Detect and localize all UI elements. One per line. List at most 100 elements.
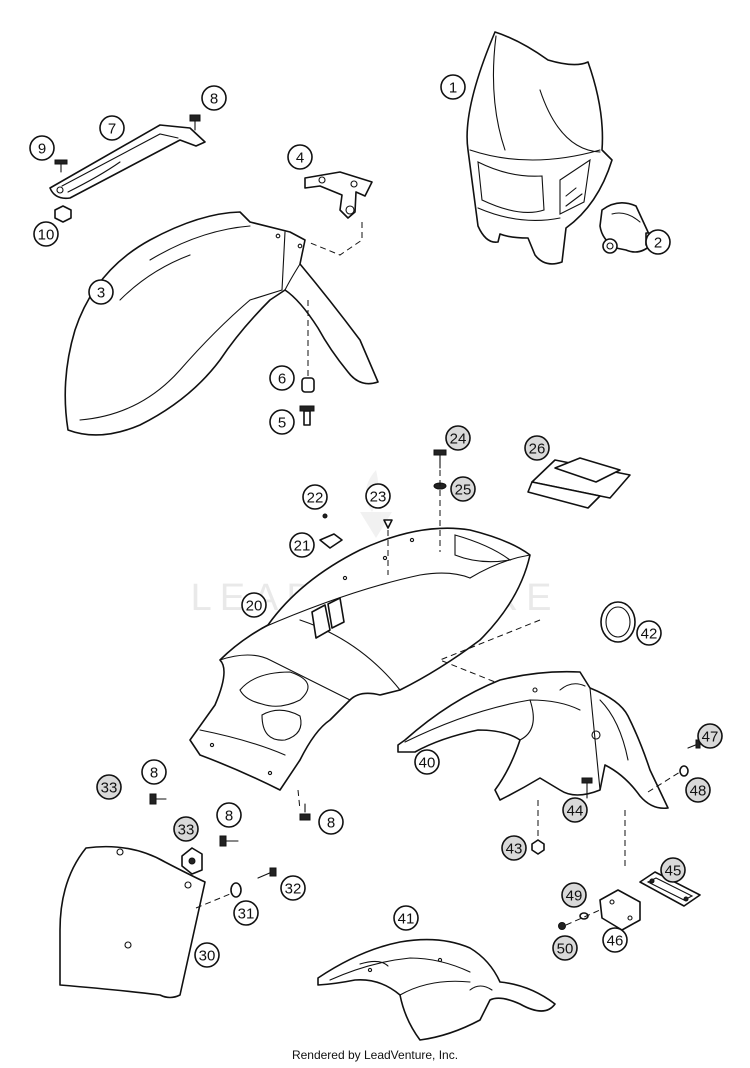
front-fender — [64, 211, 379, 436]
callout-label: 4 — [296, 150, 304, 167]
callout-label: 31 — [238, 906, 255, 923]
callout-43: 43 — [501, 835, 527, 861]
callout-26: 26 — [524, 435, 550, 461]
washer-part-48 — [679, 765, 689, 777]
fender-bracket — [304, 171, 373, 219]
callout-label: 8 — [210, 91, 218, 108]
callout-circle — [445, 425, 471, 451]
callout-label: 40 — [419, 755, 436, 772]
callout-circle — [269, 365, 295, 391]
bolt-part-5 — [299, 405, 315, 426]
washer-part-49 — [579, 912, 589, 920]
callout-label: 1 — [449, 80, 457, 97]
callout-24: 24 — [445, 425, 471, 451]
callout-label: 33 — [178, 822, 195, 839]
callout-label: 8 — [327, 815, 335, 832]
callout-circle — [697, 723, 723, 749]
callout-label: 8 — [150, 765, 158, 782]
callout-label: 2 — [654, 235, 662, 252]
callout-47: 47 — [697, 723, 723, 749]
bolt-part-24 — [433, 449, 447, 469]
fender-brace — [49, 124, 206, 200]
callout-label: 47 — [702, 729, 719, 746]
callout-label: 43 — [506, 841, 523, 858]
callout-label: 5 — [278, 415, 286, 432]
callout-circle — [318, 809, 344, 835]
callout-7: 7 — [99, 115, 125, 141]
callout-circle — [141, 759, 167, 785]
callout-circle — [233, 900, 259, 926]
callout-circle — [562, 797, 588, 823]
leader-bracket — [307, 222, 363, 256]
callout-23: 23 — [365, 483, 391, 509]
callout-circle — [289, 532, 315, 558]
callout-circle — [88, 279, 114, 305]
reflector-part-45 — [639, 871, 701, 907]
callout-label: 30 — [199, 948, 216, 965]
callout-5: 5 — [269, 409, 295, 435]
callout-label: 48 — [690, 783, 707, 800]
callout-1: 1 — [440, 74, 466, 100]
clip-part-21 — [319, 533, 343, 549]
callout-circle — [414, 749, 440, 775]
callout-circle — [302, 484, 328, 510]
callout-label: 9 — [38, 141, 46, 158]
callout-30: 30 — [194, 942, 220, 968]
callout-label: 8 — [225, 808, 233, 825]
clip-nut-part-33-bottom — [181, 847, 203, 875]
callout-circle — [440, 74, 466, 100]
callout-41: 41 — [393, 905, 419, 931]
callout-circle — [194, 942, 220, 968]
callout-label: 23 — [370, 489, 387, 506]
bolt-part-44 — [581, 777, 593, 799]
rear-fender — [397, 670, 669, 810]
grommet-part-42 — [600, 601, 636, 643]
callout-8: 8 — [318, 809, 344, 835]
callout-circle — [524, 435, 550, 461]
rear-fender-shell — [317, 938, 556, 1041]
callout-circle — [393, 905, 419, 931]
headlight-mask — [466, 31, 613, 265]
callout-circle — [96, 774, 122, 800]
callout-label: 21 — [294, 538, 311, 555]
rear-subframe-cover — [189, 527, 531, 791]
callout-label: 24 — [450, 431, 467, 448]
callout-circle — [99, 115, 125, 141]
callout-label: 22 — [307, 490, 324, 507]
callout-4: 4 — [287, 144, 313, 170]
callout-circle — [561, 882, 587, 908]
leader-light — [565, 909, 601, 926]
callout-label: 25 — [455, 482, 472, 499]
screw-part-23 — [383, 519, 393, 529]
callout-circle — [173, 816, 199, 842]
callout-label: 3 — [97, 285, 105, 302]
callout-3: 3 — [88, 279, 114, 305]
callout-circle — [501, 835, 527, 861]
callout-8: 8 — [141, 759, 167, 785]
callout-label: 42 — [641, 626, 658, 643]
leader-washer-48 — [647, 771, 681, 793]
leader-number-plate — [195, 893, 231, 909]
number-plate-part-30 — [59, 845, 206, 999]
callout-label: 45 — [665, 863, 682, 880]
screw-part-9 — [54, 159, 68, 173]
bolt-part-8-rear — [299, 803, 311, 821]
callout-46: 46 — [602, 927, 628, 953]
callout-label: 49 — [566, 888, 583, 905]
callout-label: 26 — [529, 441, 546, 458]
callout-50: 50 — [552, 935, 578, 961]
callout-circle — [685, 777, 711, 803]
bolt-part-8-mid — [219, 835, 239, 847]
callout-label: 50 — [557, 941, 574, 958]
callout-49: 49 — [561, 882, 587, 908]
spacer-part-6 — [301, 377, 315, 393]
callout-circle — [450, 476, 476, 502]
callout-8: 8 — [216, 802, 242, 828]
callout-2: 2 — [645, 229, 671, 255]
callout-label: 32 — [285, 881, 302, 898]
callout-circle — [287, 144, 313, 170]
callout-circle — [29, 135, 55, 161]
seat-pads — [527, 457, 631, 509]
callout-48: 48 — [685, 777, 711, 803]
